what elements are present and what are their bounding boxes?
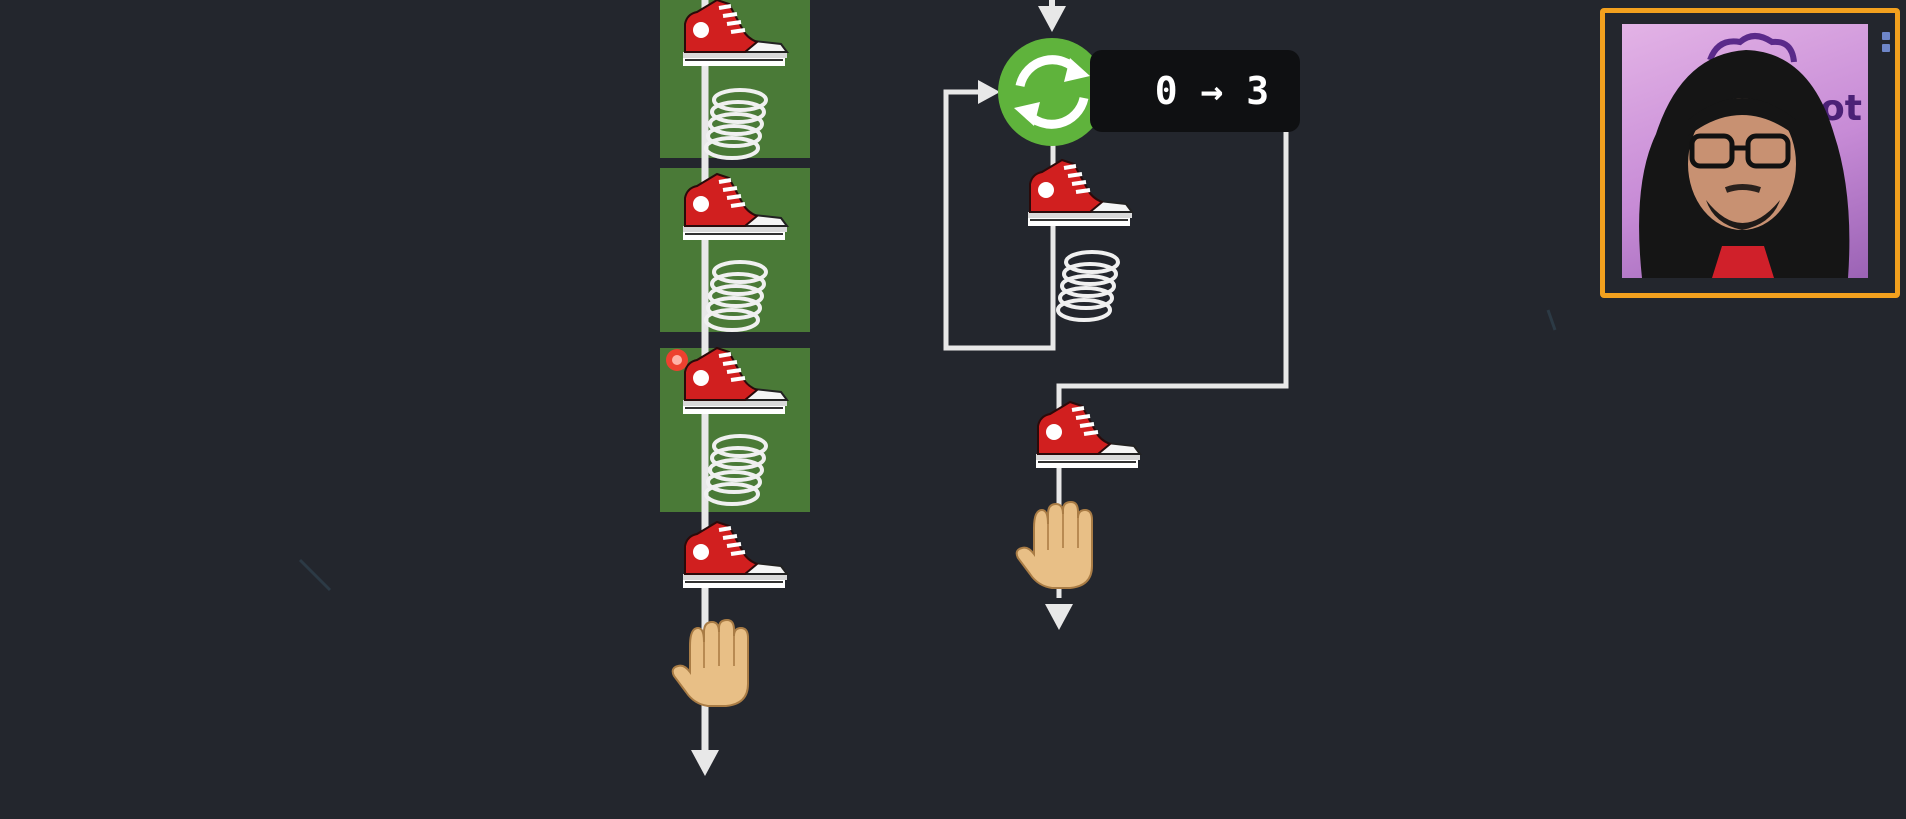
webcam-frame — [1600, 8, 1900, 298]
spring-icon — [1056, 250, 1120, 322]
loop-back-path — [943, 89, 1056, 351]
loop-counter-label: 0 → 3 — [1090, 50, 1300, 132]
presenter-image: ot — [1639, 33, 1862, 278]
webcam-feed: ot — [1622, 24, 1868, 278]
webcam-corner-marker — [1882, 32, 1892, 58]
sneaker-icon — [681, 520, 789, 590]
exit-arrow — [1045, 604, 1073, 630]
loop-exit-path — [1056, 132, 1289, 598]
refresh-cycle-icon — [998, 38, 1106, 146]
stop-hand-icon — [671, 619, 749, 707]
stop-hand-icon — [1015, 501, 1093, 589]
sneaker-icon — [1034, 400, 1142, 470]
entry-arrow — [1038, 6, 1066, 32]
sneaker-icon — [1026, 158, 1134, 228]
left-end-arrow — [691, 750, 719, 776]
